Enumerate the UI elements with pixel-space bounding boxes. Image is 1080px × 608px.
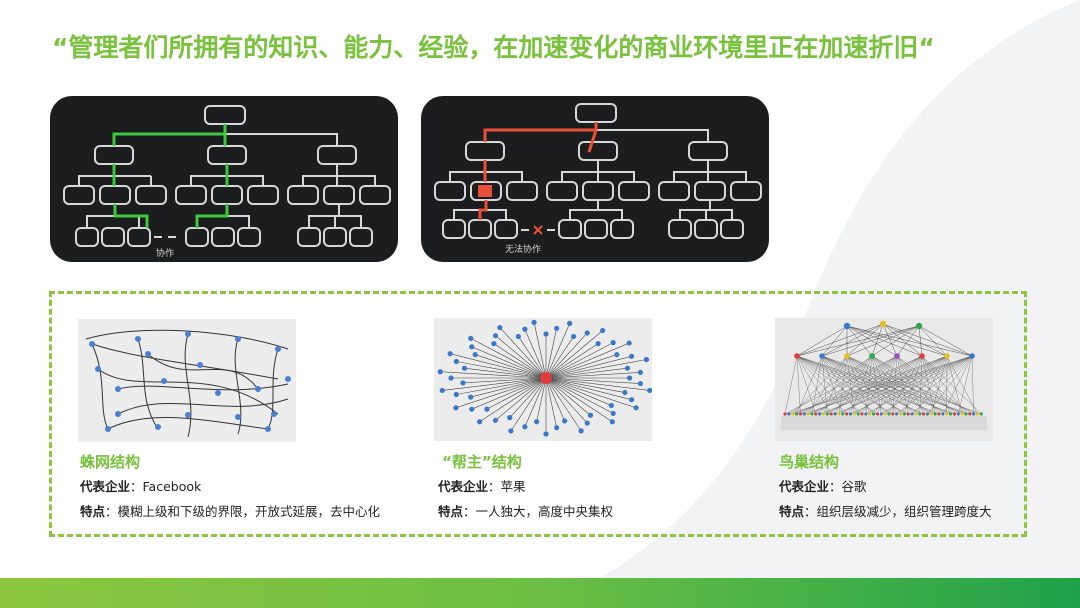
org-tree-diagram-green: 协作	[63, 105, 391, 259]
structure-feature-hub: 特点：一人独大，高度中央集权	[438, 504, 614, 519]
structure-feature-spider: 特点：模糊上级和下级的界限，开放式延展，去中心化	[80, 504, 381, 519]
page-title: “管理者们所拥有的知识、能力、经验，在加速变化的商业环境里正在加速折旧“	[52, 33, 935, 62]
hub-structure-image	[434, 318, 652, 441]
structures-panel	[49, 291, 1027, 537]
chalkboard-collaboration: 协作	[50, 96, 398, 262]
spider-web-network-icon	[78, 319, 296, 442]
hub-network-icon	[434, 318, 652, 441]
structure-company-nest: 代表企业：谷歌	[779, 479, 867, 494]
nest-network-icon	[775, 318, 993, 441]
nest-structure-image	[775, 318, 993, 441]
footer-green-bar	[0, 578, 1080, 608]
structure-title-nest: 鸟巢结构	[779, 453, 840, 471]
board-label-collaboration: 协作	[156, 247, 174, 259]
org-tree-diagram-red: 无法协作	[434, 103, 762, 255]
spider-web-structure-image	[78, 319, 296, 442]
board-label-no-collaboration: 无法协作	[505, 243, 541, 255]
chalkboard-no-collaboration: 无法协作	[421, 96, 769, 262]
structure-company-hub: 代表企业：苹果	[438, 479, 526, 494]
structure-company-spider: 代表企业：Facebook	[80, 479, 202, 494]
structure-title-spider: 蛛网结构	[80, 453, 141, 471]
structure-feature-nest: 特点：组织层级减少，组织管理跨度大	[779, 504, 992, 519]
structure-title-hub: “帮主”结构	[442, 453, 522, 471]
